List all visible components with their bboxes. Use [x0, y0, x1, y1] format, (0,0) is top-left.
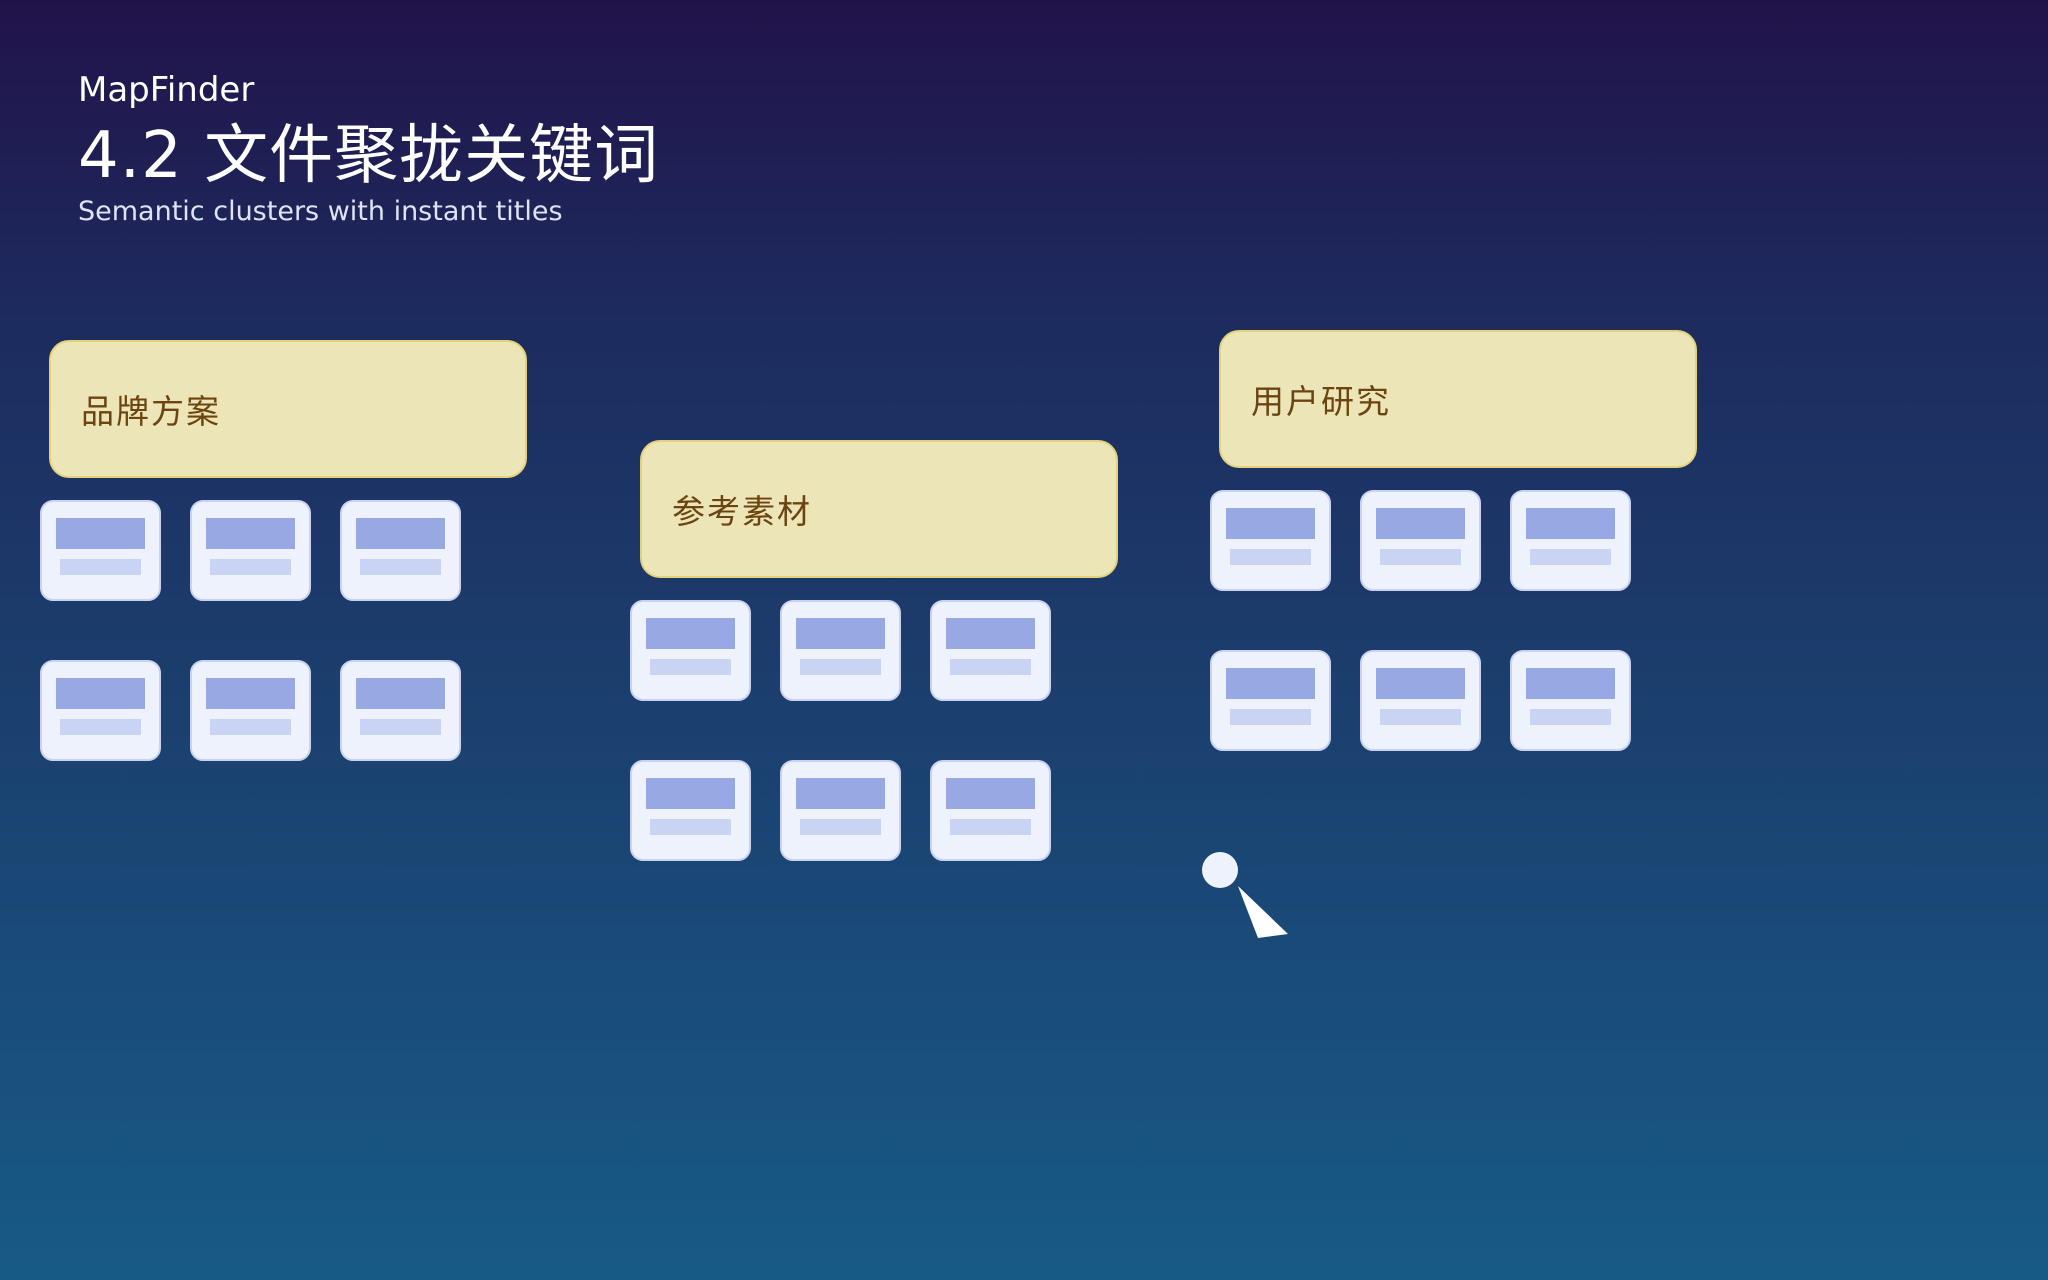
file-thumbnail — [1226, 668, 1315, 699]
file-card[interactable] — [40, 660, 161, 761]
file-card[interactable] — [630, 760, 751, 861]
file-thumbnail — [646, 778, 735, 809]
file-card[interactable] — [630, 600, 751, 701]
file-caption — [1230, 549, 1311, 565]
file-thumbnail — [206, 518, 295, 549]
file-caption — [360, 719, 441, 735]
file-thumbnail — [946, 618, 1035, 649]
file-caption — [950, 819, 1031, 835]
file-card[interactable] — [1360, 650, 1481, 751]
file-card[interactable] — [190, 500, 311, 601]
app-name: MapFinder — [78, 70, 255, 110]
file-caption — [1380, 549, 1461, 565]
file-thumbnail — [1226, 508, 1315, 539]
file-card[interactable] — [1510, 490, 1631, 591]
file-thumbnail — [56, 518, 145, 549]
file-thumbnail — [206, 678, 295, 709]
file-thumbnail — [646, 618, 735, 649]
file-card[interactable] — [40, 500, 161, 601]
file-thumbnail — [1376, 508, 1465, 539]
cluster-label-user-research[interactable]: 用户研究 — [1219, 330, 1697, 468]
file-caption — [800, 659, 881, 675]
file-card[interactable] — [340, 660, 461, 761]
file-thumbnail — [356, 678, 445, 709]
file-thumbnail — [796, 778, 885, 809]
file-caption — [650, 819, 731, 835]
file-caption — [360, 559, 441, 575]
file-card[interactable] — [1510, 650, 1631, 751]
file-thumbnail — [1526, 508, 1615, 539]
file-caption — [1530, 549, 1611, 565]
file-thumbnail — [1376, 668, 1465, 699]
file-card[interactable] — [1210, 650, 1331, 751]
file-caption — [1230, 709, 1311, 725]
cluster-label-references[interactable]: 参考素材 — [640, 440, 1118, 578]
file-caption — [60, 719, 141, 735]
file-caption — [650, 659, 731, 675]
page-subtitle: Semantic clusters with instant titles — [78, 196, 563, 227]
file-caption — [950, 659, 1031, 675]
file-card[interactable] — [780, 760, 901, 861]
file-card[interactable] — [340, 500, 461, 601]
file-caption — [1530, 709, 1611, 725]
file-thumbnail — [946, 778, 1035, 809]
file-caption — [210, 719, 291, 735]
file-caption — [800, 819, 881, 835]
file-card[interactable] — [930, 760, 1051, 861]
file-thumbnail — [1526, 668, 1615, 699]
file-card[interactable] — [1360, 490, 1481, 591]
file-caption — [60, 559, 141, 575]
file-thumbnail — [796, 618, 885, 649]
file-thumbnail — [356, 518, 445, 549]
file-caption — [1380, 709, 1461, 725]
file-card[interactable] — [1210, 490, 1331, 591]
file-card[interactable] — [190, 660, 311, 761]
file-caption — [210, 559, 291, 575]
cluster-label-brand[interactable]: 品牌方案 — [49, 340, 527, 478]
cursor-arrow-icon — [1202, 852, 1288, 938]
file-thumbnail — [56, 678, 145, 709]
page-title: 4.2 文件聚拢关键词 — [78, 119, 660, 193]
file-card[interactable] — [780, 600, 901, 701]
file-card[interactable] — [930, 600, 1051, 701]
